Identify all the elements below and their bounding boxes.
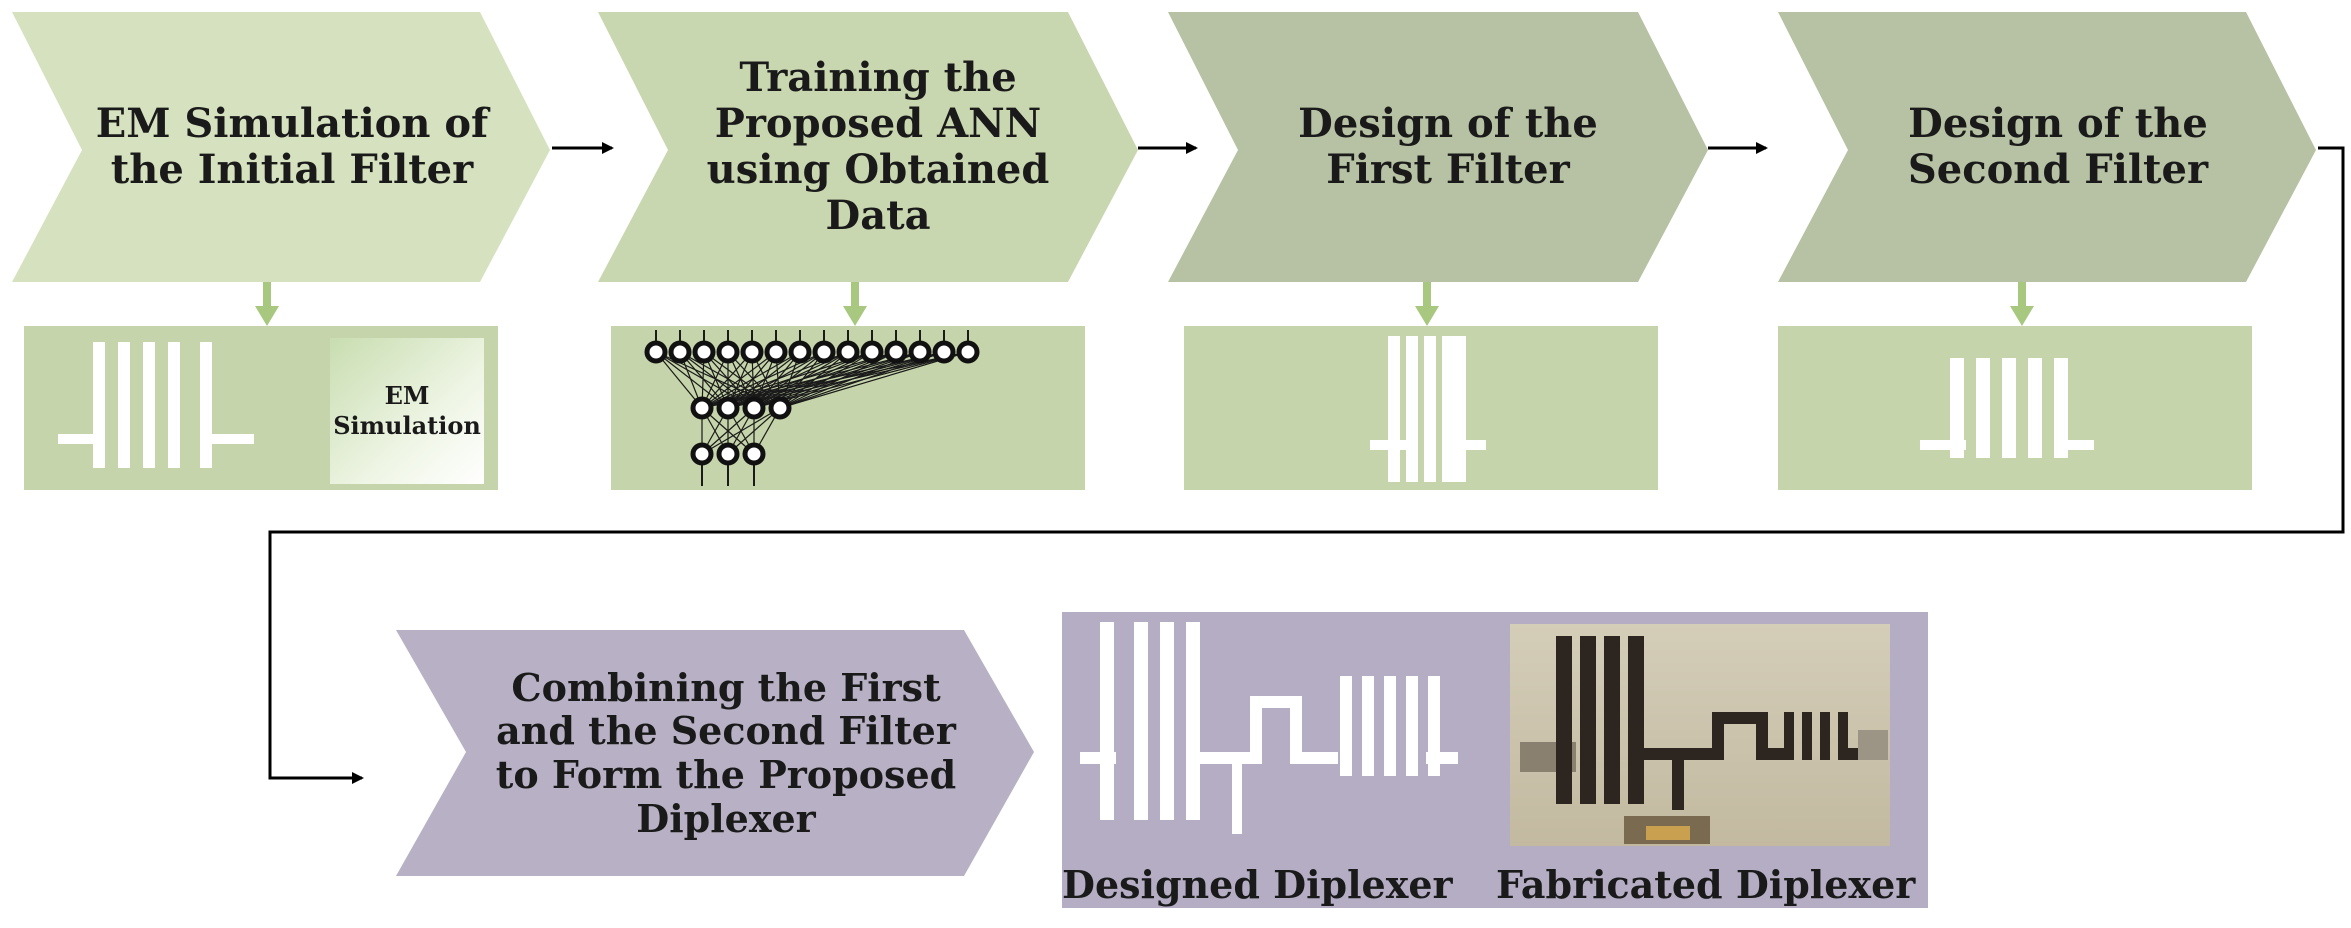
step-2-chevron — [598, 12, 1138, 282]
nn-input-node — [932, 340, 956, 364]
nn-connection — [753, 351, 969, 409]
nn-connection — [679, 351, 729, 409]
step-1-label: EM Simulation of the Initial Filter — [95, 100, 489, 193]
nn-input-node — [740, 340, 764, 364]
nn-input-node — [836, 340, 860, 364]
nn-input-node — [692, 340, 716, 364]
nn-connection — [727, 407, 781, 455]
nn-connection — [727, 351, 781, 409]
designed-diplexer-caption: Designed Diplexer — [1062, 862, 1453, 907]
nn-connection — [701, 351, 753, 409]
nn-connection — [701, 351, 777, 409]
second-filter-layout-icon — [1920, 358, 2094, 458]
nn-input-node — [956, 340, 980, 364]
panel-first-filter — [1184, 326, 1658, 490]
nn-connection — [701, 351, 801, 409]
nn-hidden-node — [690, 396, 714, 420]
step-4-chevron — [1778, 12, 2316, 282]
nn-input-node — [860, 340, 884, 364]
step-1-chevron — [12, 12, 550, 282]
fabricated-diplexer-caption: Fabricated Diplexer — [1496, 862, 1916, 907]
nn-input-node — [884, 340, 908, 364]
step-3-label: Design of the First Filter — [1298, 100, 1598, 193]
first-filter-layout-icon — [1370, 336, 1486, 482]
step-5-label: Combining the First and the Second Filte… — [495, 664, 957, 841]
nn-connection — [701, 351, 921, 409]
filter-layout-icon — [58, 342, 254, 468]
nn-input-node — [716, 340, 740, 364]
step-4-label: Design of the Second Filter — [1907, 100, 2209, 193]
connector-arrows — [255, 282, 2034, 326]
arrow-step4-step5 — [268, 146, 2345, 784]
nn-output-node — [690, 442, 714, 466]
em-simulation-label: EM Simulation — [333, 381, 481, 440]
nn-input-node — [908, 340, 932, 364]
fabricated-diplexer-photo — [1510, 624, 1890, 846]
nn-input-node — [764, 340, 788, 364]
nn-input-node — [812, 340, 836, 364]
nn-connection — [655, 351, 703, 409]
nn-input-node — [788, 340, 812, 364]
step-2-label: Training the Proposed ANN using Obtained… — [706, 54, 1050, 239]
nn-connection — [655, 351, 729, 409]
nn-connection — [727, 351, 969, 409]
nn-output-node — [742, 442, 766, 466]
nn-hidden-node — [716, 396, 740, 420]
nn-connection — [779, 351, 969, 409]
nn-input-node — [644, 340, 668, 364]
nn-hidden-node — [742, 396, 766, 420]
nn-connection — [701, 351, 945, 409]
nn-input-node — [668, 340, 692, 364]
nn-hidden-node — [768, 396, 792, 420]
em-simulation-box — [330, 338, 484, 484]
nn-connection — [701, 407, 755, 455]
nn-output-node — [716, 442, 740, 466]
neural-network-icon — [644, 330, 980, 486]
step-3-chevron — [1168, 12, 1708, 282]
diplexer-layout-icon — [1080, 622, 1458, 834]
step-5-chevron — [396, 630, 1034, 876]
nn-connection — [701, 407, 781, 455]
